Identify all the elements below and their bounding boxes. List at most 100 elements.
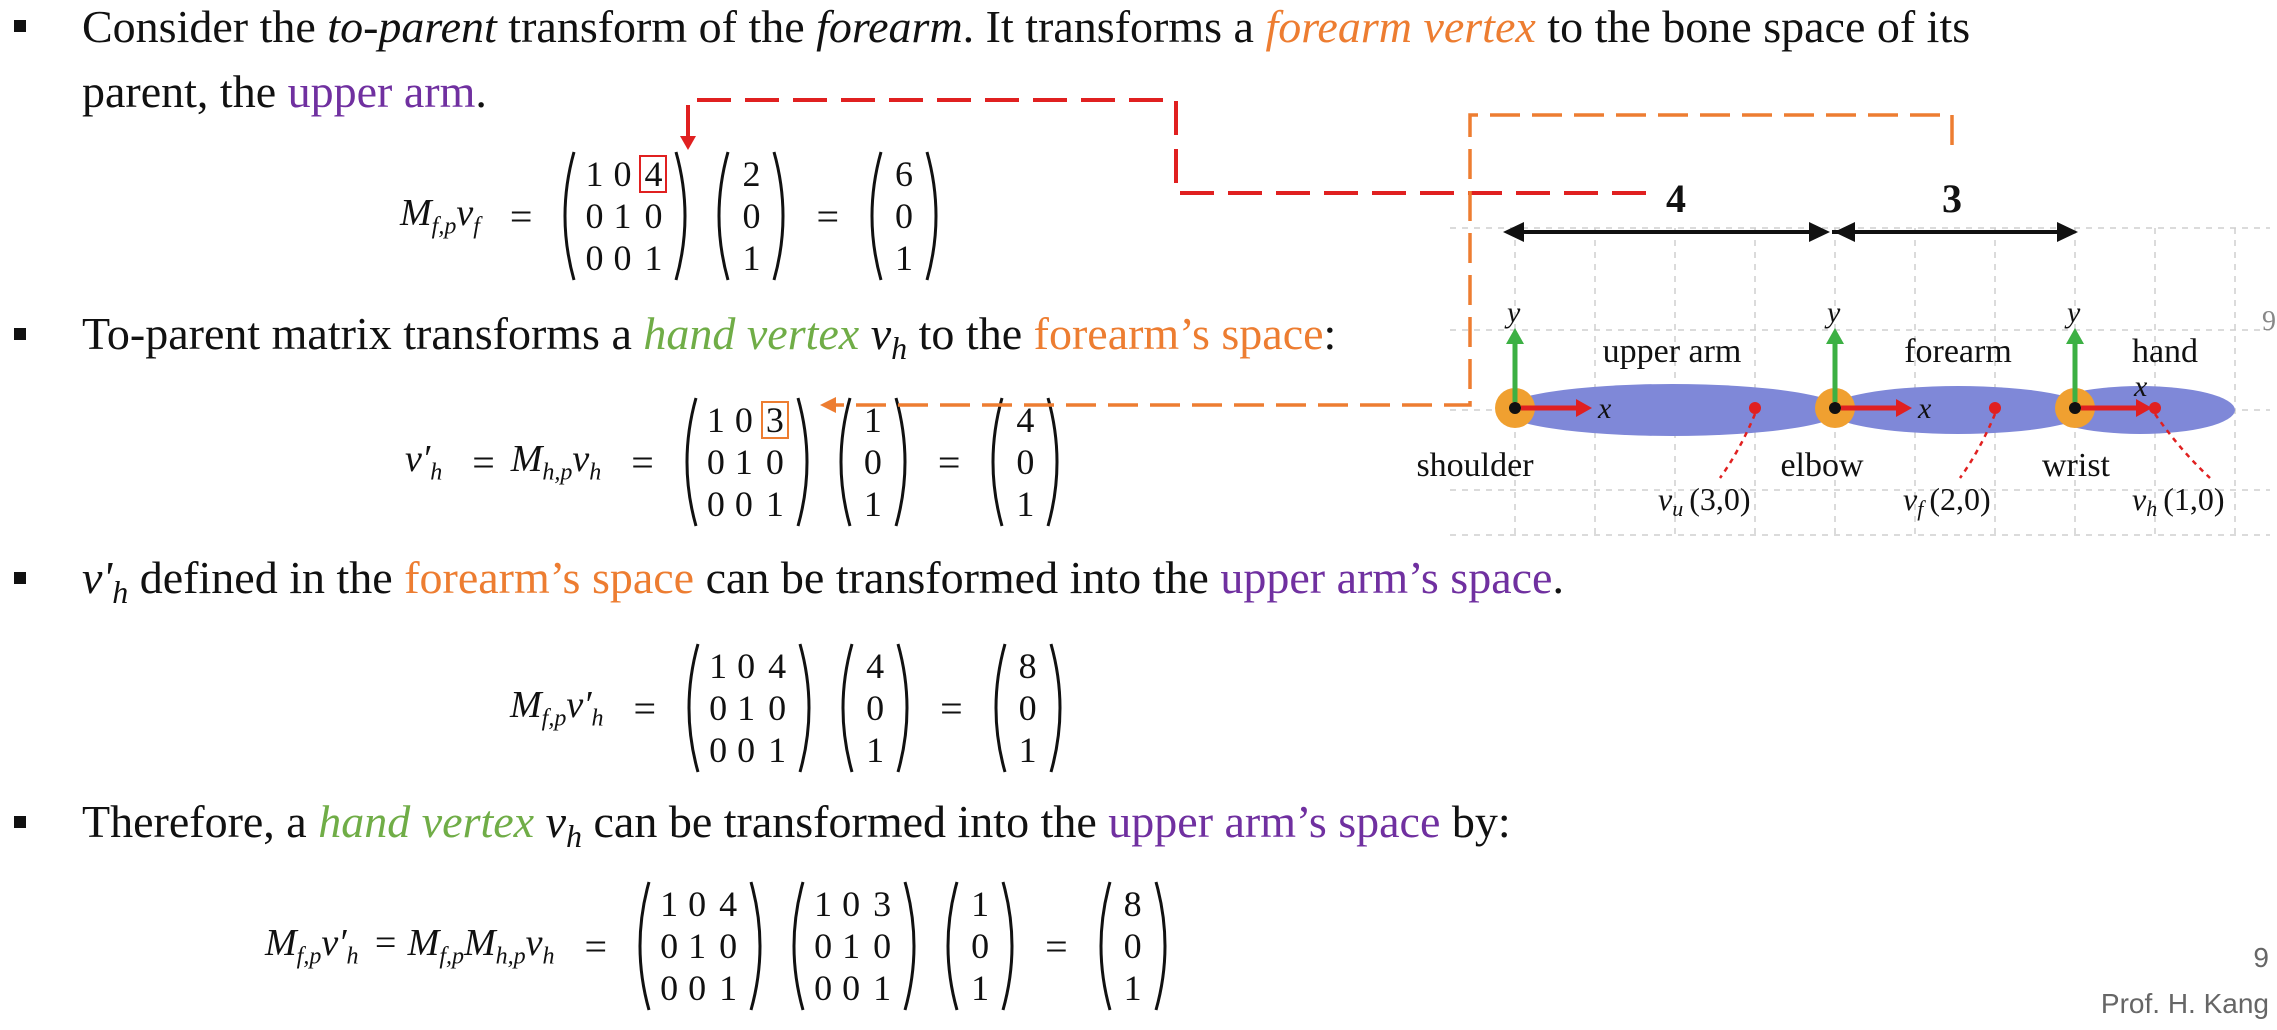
eq2-highlight-box: 3 bbox=[760, 401, 789, 439]
vertex-vh-point bbox=[2149, 402, 2161, 414]
forearm-space-term: forearm’s space bbox=[1033, 308, 1324, 359]
text: can be transformed into the bbox=[582, 796, 1109, 847]
bone-upper-arm bbox=[1502, 384, 1842, 436]
text: . bbox=[475, 66, 487, 117]
label-upper-arm: upper arm bbox=[1603, 333, 1742, 370]
hand-vertex-term: hand vertex bbox=[643, 308, 860, 359]
length-label-fore: 3 bbox=[1942, 176, 1962, 221]
subscript: h bbox=[112, 574, 129, 610]
text: . bbox=[1552, 552, 1564, 603]
text: can be transformed into the bbox=[694, 552, 1221, 603]
text-italic: forearm bbox=[816, 1, 963, 52]
svg-text:y: y bbox=[1824, 296, 1841, 329]
upper-arm-term: upper arm bbox=[287, 66, 476, 117]
text: by: bbox=[1440, 796, 1511, 847]
label-wrist: wrist bbox=[2042, 447, 2111, 484]
label-vf: vf(2,0) bbox=[1903, 481, 1991, 521]
eq1-highlight-box: 4 bbox=[639, 155, 668, 193]
label-vu: vu(3,0) bbox=[1658, 481, 1751, 521]
text-italic: to-parent bbox=[327, 1, 497, 52]
text: v bbox=[534, 796, 567, 847]
equals-sign: = bbox=[509, 193, 533, 239]
eq2-lhs-2: Mh,pvh bbox=[510, 438, 602, 486]
equals-sign: = bbox=[816, 193, 839, 239]
svg-text:y: y bbox=[1504, 296, 1521, 329]
bullet-3-line: v'h defined in the forearm’s space can b… bbox=[82, 551, 1564, 619]
text: to the bbox=[907, 308, 1034, 359]
equals-sign: = bbox=[584, 923, 608, 969]
eq4-lhs: Mf,pv′h bbox=[265, 922, 359, 970]
text: Consider the bbox=[82, 1, 328, 52]
equals-sign: = bbox=[472, 439, 495, 485]
joint-shoulder-marker bbox=[1495, 388, 1535, 428]
page-number: 9 bbox=[2253, 942, 2269, 973]
bullet-marker bbox=[14, 328, 26, 340]
eq3-lhs: Mf,pv′h bbox=[510, 684, 604, 732]
text: defined in the bbox=[128, 552, 405, 603]
text: To-parent matrix transforms a bbox=[82, 308, 644, 359]
eq1-lhs: Mf,pvf bbox=[400, 192, 480, 240]
bullet-4-line: Therefore, a hand vertex vh can be trans… bbox=[82, 795, 1511, 863]
equals-sign: = bbox=[937, 439, 961, 485]
forearm-vertex-term: forearm vertex bbox=[1265, 1, 1536, 52]
author-credit: Prof. H. Kang bbox=[2100, 988, 2269, 1019]
subscript: h bbox=[566, 818, 583, 854]
hand-vertex-term: hand vertex bbox=[318, 796, 535, 847]
text: . It transforms a bbox=[962, 1, 1266, 52]
text: transform of the bbox=[496, 1, 817, 52]
diagram-grid bbox=[1450, 227, 2270, 540]
label-elbow: elbow bbox=[1780, 447, 1864, 484]
text: Therefore, a bbox=[82, 796, 319, 847]
equals-sign: = bbox=[1045, 923, 1068, 969]
upper-arm-space-term: upper arm’s space bbox=[1220, 552, 1553, 603]
label-vh: vh(1,0) bbox=[2132, 481, 2225, 521]
svg-text:x: x bbox=[2133, 370, 2148, 403]
joint-wrist-marker bbox=[2055, 388, 2095, 428]
label-hand: hand bbox=[2132, 333, 2198, 370]
length-label-upper: 4 bbox=[1666, 176, 1686, 221]
eq2-lhs: v′h bbox=[405, 438, 443, 486]
eq4-mid: = Mf,pMh,pvh bbox=[372, 922, 555, 970]
svg-text:x: x bbox=[1597, 392, 1612, 425]
bullet-marker bbox=[14, 816, 26, 828]
equals-sign: = bbox=[633, 685, 657, 731]
upper-arm-space-term: upper arm’s space bbox=[1108, 796, 1441, 847]
bullet-1-line-2: parent, the upper arm. bbox=[82, 65, 487, 119]
text: : bbox=[1323, 308, 1337, 359]
bullet-1-line-1: Consider the to-parent transform of the … bbox=[82, 0, 1970, 54]
vertex-vf-point bbox=[1989, 402, 2001, 414]
svg-text:x: x bbox=[1917, 392, 1932, 425]
subscript: h bbox=[891, 330, 908, 366]
equals-sign: = bbox=[940, 685, 963, 731]
joint-elbow-marker bbox=[1815, 388, 1855, 428]
text: parent, the bbox=[82, 66, 288, 117]
bullet-marker bbox=[14, 20, 26, 32]
vertex-vu-point bbox=[1749, 402, 1761, 414]
equals-sign: = bbox=[631, 439, 654, 485]
forearm-space-term: forearm’s space bbox=[404, 552, 695, 603]
edge-mark: 9 bbox=[2262, 306, 2276, 337]
bullet-2-line: To-parent matrix transforms a hand verte… bbox=[82, 307, 1336, 375]
label-shoulder: shoulder bbox=[1416, 447, 1534, 484]
bone-forearm bbox=[1828, 386, 2088, 434]
bullet-marker bbox=[14, 572, 26, 584]
text: v' bbox=[82, 552, 113, 603]
